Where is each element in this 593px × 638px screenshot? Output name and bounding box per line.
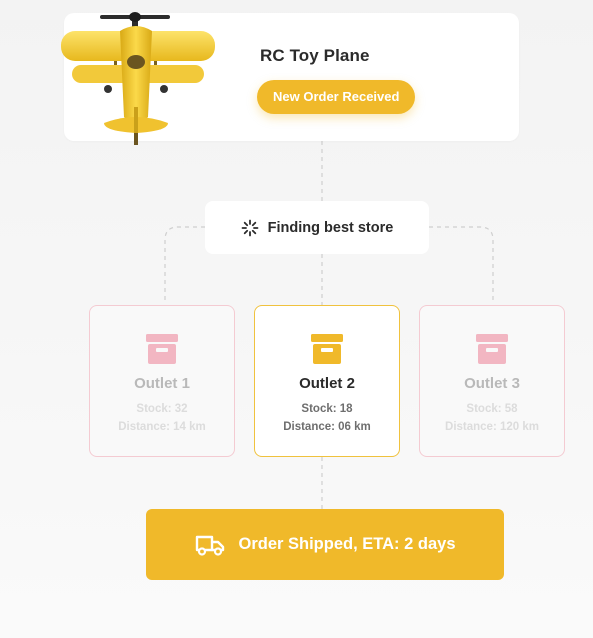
order-shipped-banner: Order Shipped, ETA: 2 days — [146, 509, 504, 580]
finding-store-label: Finding best store — [267, 219, 394, 236]
finding-store-status: Finding best store — [205, 201, 429, 254]
store-box-icon — [146, 334, 178, 364]
outlet-stock: Stock: 18 — [301, 403, 353, 415]
spinner-icon — [241, 219, 259, 236]
outlet-distance: Distance: 06 km — [283, 421, 371, 433]
outlet-name: Outlet 1 — [134, 375, 190, 392]
outlet-stock: Stock: 58 — [466, 403, 518, 415]
outlet-card-2[interactable]: Outlet 2 Stock: 18 Distance: 06 km — [254, 305, 400, 457]
outlet-card-3[interactable]: Outlet 3 Stock: 58 Distance: 120 km — [419, 305, 565, 457]
toy-biplane-image — [61, 12, 215, 145]
outlet-stock: Stock: 32 — [136, 403, 188, 415]
product-card: RC Toy Plane New Order Received — [61, 12, 519, 145]
truck-icon — [195, 535, 224, 556]
product-title: RC Toy Plane — [260, 46, 370, 65]
outlet-distance: Distance: 14 km — [118, 421, 206, 433]
store-box-icon — [476, 334, 508, 364]
new-order-badge: New Order Received — [257, 80, 416, 114]
outlet-card-1[interactable]: Outlet 1 Stock: 32 Distance: 14 km — [89, 305, 235, 457]
order-shipped-label: Order Shipped, ETA: 2 days — [238, 535, 456, 553]
outlet-name: Outlet 3 — [464, 375, 520, 392]
outlet-name: Outlet 2 — [299, 375, 355, 392]
outlet-distance: Distance: 120 km — [445, 421, 539, 433]
store-box-icon — [311, 334, 343, 364]
